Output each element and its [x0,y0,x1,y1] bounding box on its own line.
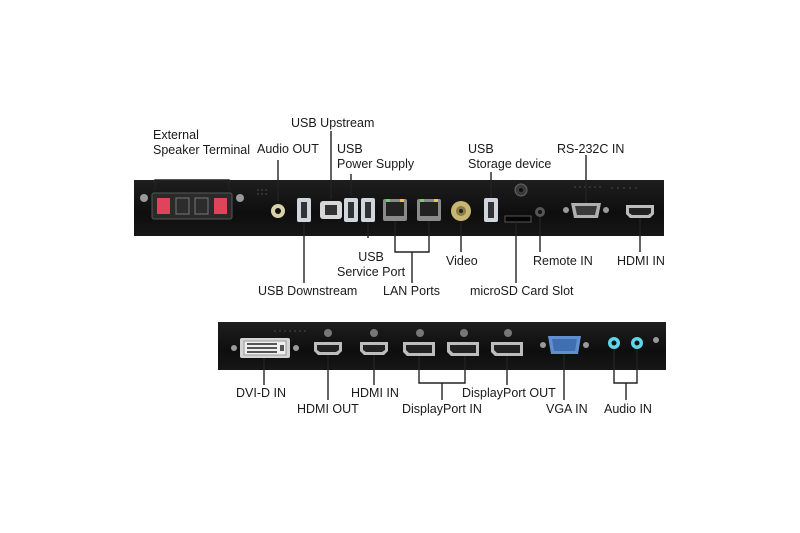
label-usb-storage: USB Storage device [468,142,552,171]
label-audio-in: Audio IN [604,402,652,416]
label-usb-upstream: USB Upstream [291,116,375,130]
rs232c-port [563,203,609,218]
label-vga-in: VGA IN [546,402,588,416]
audio-in-ports [608,337,643,349]
hdmi-in-top-port [626,205,654,218]
usb-downstream-port [297,198,311,222]
dvi-d-port [231,338,299,358]
panel-screws-bottom [653,337,659,343]
label-remote-in: Remote IN [533,254,593,268]
audio-out-jack [271,204,285,218]
label-external-speaker: External Speaker Terminal [153,128,251,157]
label-rs232c-in: RS-232C IN [557,142,625,156]
bottom-vent-dots [274,330,306,332]
top-vent-dots [257,186,637,195]
label-displayport-out: DisplayPort OUT [462,386,556,400]
label-video: Video [446,254,478,268]
microsd-slot [504,215,532,223]
label-hdmi-in-bottom: HDMI IN [351,386,399,400]
label-hdmi-out: HDMI OUT [297,402,359,416]
displayport-in-1-port [403,329,435,356]
displayport-in-2-port [447,329,479,356]
displayport-out-port [491,329,523,356]
leader-lines-bottom [263,349,638,400]
video-rca-port [451,201,471,221]
lan-port-2 [417,199,441,221]
label-usb-service-port: USB Service Port [337,250,406,279]
usb-upstream-port [320,201,342,219]
label-hdmi-in-top: HDMI IN [617,254,665,268]
label-displayport-in: DisplayPort IN [402,402,482,416]
label-usb-power-supply: USB Power Supply [337,142,415,171]
vga-port [540,336,589,354]
bottom-connector-panel [218,322,666,370]
label-audio-out: Audio OUT [257,142,319,156]
lan-port-1 [383,199,407,221]
usb-power-supply-port [344,198,358,222]
remote-in-port [514,183,545,217]
label-usb-downstream: USB Downstream [258,284,358,298]
hdmi-in-bottom-port [360,329,388,355]
panel-screws-top [140,194,244,202]
speaker-terminal-port [151,192,233,220]
label-dvi-d-in: DVI-D IN [236,386,286,400]
leader-lines-top [154,131,641,283]
label-lan-ports: LAN Ports [383,284,440,298]
label-microsd: microSD Card Slot [470,284,574,298]
usb-service-port [361,198,375,222]
usb-storage-port [484,198,498,222]
hdmi-out-port [314,329,342,355]
